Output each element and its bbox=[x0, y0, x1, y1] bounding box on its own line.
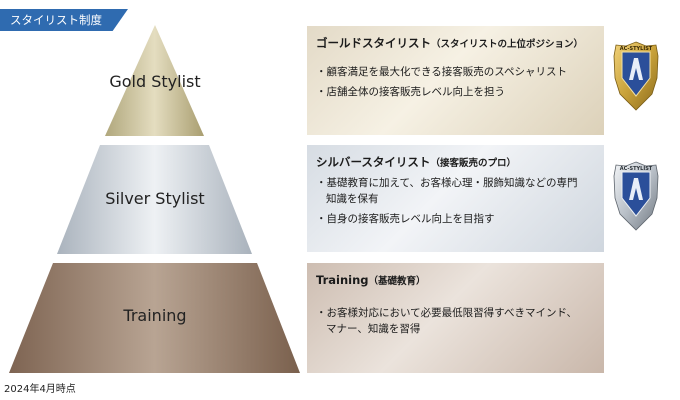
silver-badge-icon: AC-STYLIST bbox=[613, 161, 659, 231]
silver-description-panel: シルバースタイリスト（接客販売のプロ） ・基礎教育に加えて、お客様心理・服飾知識… bbox=[307, 145, 604, 252]
gold-bullet-1: ・顧客満足を最大化できる接客販売のスペシャリスト bbox=[316, 65, 568, 78]
tier-label-gold: Gold Stylist bbox=[109, 72, 201, 91]
tier-label-silver: Silver Stylist bbox=[105, 189, 205, 208]
gold-badge-icon: AC-STYLIST bbox=[613, 41, 659, 111]
silver-badge-text: AC-STYLIST bbox=[620, 166, 653, 172]
stylist-pyramid bbox=[9, 25, 300, 373]
pyramid-tier-training bbox=[9, 263, 300, 373]
silver-bullet-1-cont: 知識を保有 bbox=[326, 193, 379, 206]
section-tag: スタイリスト制度 bbox=[0, 9, 128, 31]
training-bullet-1: ・お客様対応において必要最低限習得すべきマインド、 bbox=[316, 306, 578, 319]
pyramid-tier-gold bbox=[105, 25, 204, 136]
silver-bullet-2: ・自身の接客販売レベル向上を目指す bbox=[316, 213, 495, 226]
gold-bullet-2: ・店舗全体の接客販売レベル向上を担う bbox=[316, 86, 505, 99]
gold-description-panel: ゴールドスタイリスト（スタイリストの上位ポジション） ・顧客満足を最大化できる接… bbox=[307, 26, 604, 135]
tier-label-training: Training bbox=[123, 306, 187, 325]
training-title: Training（基礎教育） bbox=[316, 273, 426, 287]
pyramid-tier-silver bbox=[57, 145, 252, 254]
footnote-date: 2024年4月時点 bbox=[4, 384, 76, 395]
training-bullet-1-cont: マナー、知識を習得 bbox=[326, 323, 421, 336]
section-tag-label: スタイリスト制度 bbox=[10, 13, 102, 27]
silver-title: シルバースタイリスト（接客販売のプロ） bbox=[316, 155, 516, 169]
gold-badge-text: AC-STYLIST bbox=[620, 46, 653, 52]
gold-title: ゴールドスタイリスト（スタイリストの上位ポジション） bbox=[316, 36, 584, 50]
training-description-panel: Training（基礎教育） ・お客様対応において必要最低限習得すべきマインド、… bbox=[307, 263, 604, 373]
silver-bullet-1: ・基礎教育に加えて、お客様心理・服飾知識などの専門 bbox=[316, 176, 578, 189]
